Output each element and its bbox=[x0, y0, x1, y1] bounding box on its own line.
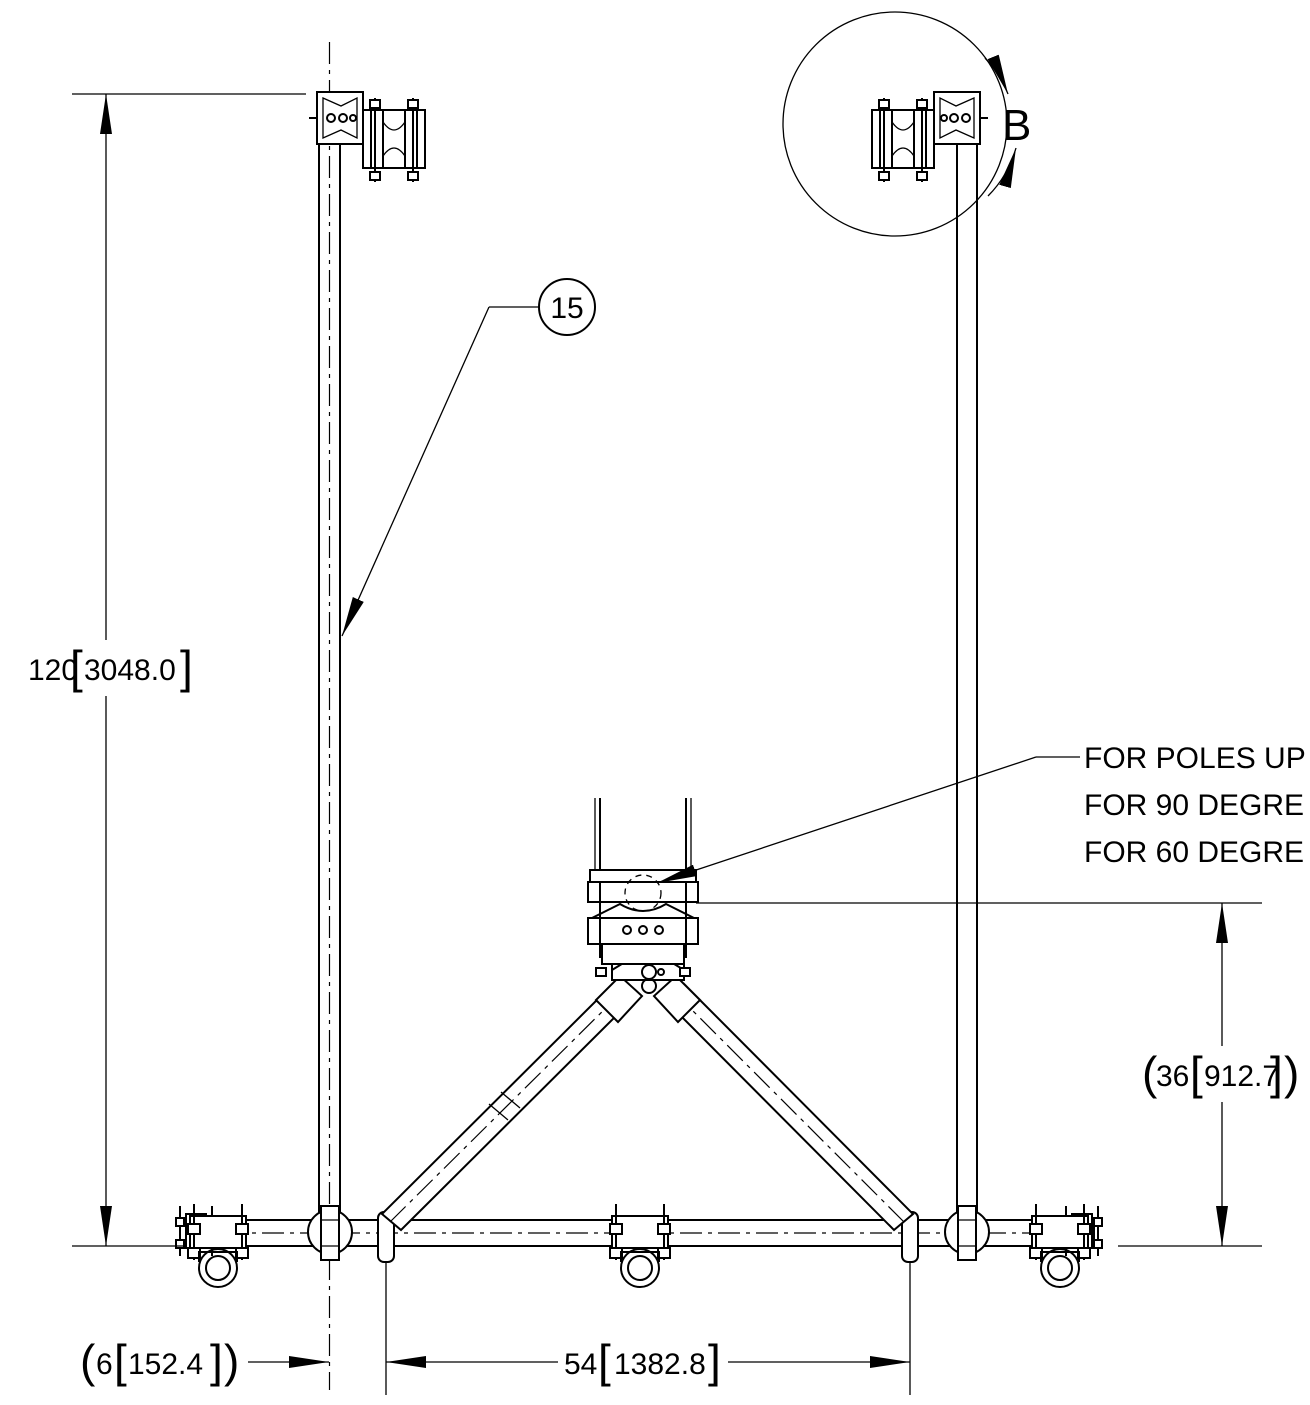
balloon-number: 15 bbox=[550, 292, 583, 325]
height-value: 120 bbox=[28, 654, 78, 687]
detail-letter: B bbox=[1002, 101, 1031, 150]
note-line-3: FOR 60 DEGRE bbox=[1084, 836, 1304, 869]
svg-text:(: ( bbox=[1142, 1047, 1158, 1099]
left-brace bbox=[380, 974, 644, 1232]
note-line-2: FOR 90 DEGRE bbox=[1084, 789, 1304, 822]
height-metric: 3048.0 bbox=[84, 654, 176, 687]
balloon-15: 15 bbox=[341, 278, 596, 637]
span-value: 54 bbox=[564, 1348, 597, 1381]
right-mast-clamp bbox=[871, 91, 989, 183]
svg-text:): ) bbox=[224, 1335, 239, 1387]
base-clamp-left bbox=[187, 1203, 249, 1288]
right-mast-foot bbox=[944, 1205, 990, 1261]
base-clamp-right bbox=[1029, 1203, 1091, 1288]
left-mast-clamp bbox=[308, 91, 426, 183]
offset-metric: 152.4 bbox=[128, 1348, 203, 1381]
span-dimension: 54 [ 1382.8 ] bbox=[385, 1262, 911, 1395]
base-clamp-center bbox=[609, 1203, 671, 1288]
left-mast bbox=[316, 42, 341, 1390]
offset-dimension: ( 6 [ 152.4 ] ) bbox=[80, 1335, 329, 1387]
left-mast-foot bbox=[307, 1205, 353, 1261]
span-metric: 1382.8 bbox=[614, 1348, 706, 1381]
mount-height-dimension: ( 36 [ 912.7 ] ) bbox=[696, 902, 1299, 1247]
right-brace bbox=[652, 974, 915, 1232]
svg-text:(: ( bbox=[80, 1335, 96, 1387]
svg-text:[: [ bbox=[1190, 1047, 1203, 1099]
svg-text:]: ] bbox=[180, 641, 193, 693]
svg-text:[: [ bbox=[598, 1335, 611, 1387]
mount-height-metric: 912.7 bbox=[1204, 1060, 1279, 1093]
svg-text:[: [ bbox=[114, 1335, 127, 1387]
svg-text:]: ] bbox=[708, 1335, 721, 1387]
top-pipe-bracket bbox=[587, 798, 699, 977]
svg-text:]: ] bbox=[1270, 1047, 1283, 1099]
note-line-1: FOR POLES UP bbox=[1084, 742, 1306, 775]
note-callout: FOR POLES UP FOR 90 DEGRE FOR 60 DEGRE bbox=[656, 742, 1306, 884]
mount-height-value: 36 bbox=[1156, 1060, 1189, 1093]
svg-text:[: [ bbox=[70, 641, 83, 693]
svg-text:): ) bbox=[1284, 1047, 1299, 1099]
detail-b-callout: B bbox=[782, 11, 1031, 237]
height-dimension: 120 [ 3048.0 ] bbox=[28, 93, 306, 1247]
svg-text:]: ] bbox=[210, 1335, 223, 1387]
right-mast bbox=[956, 96, 978, 1222]
offset-value: 6 bbox=[96, 1348, 113, 1381]
